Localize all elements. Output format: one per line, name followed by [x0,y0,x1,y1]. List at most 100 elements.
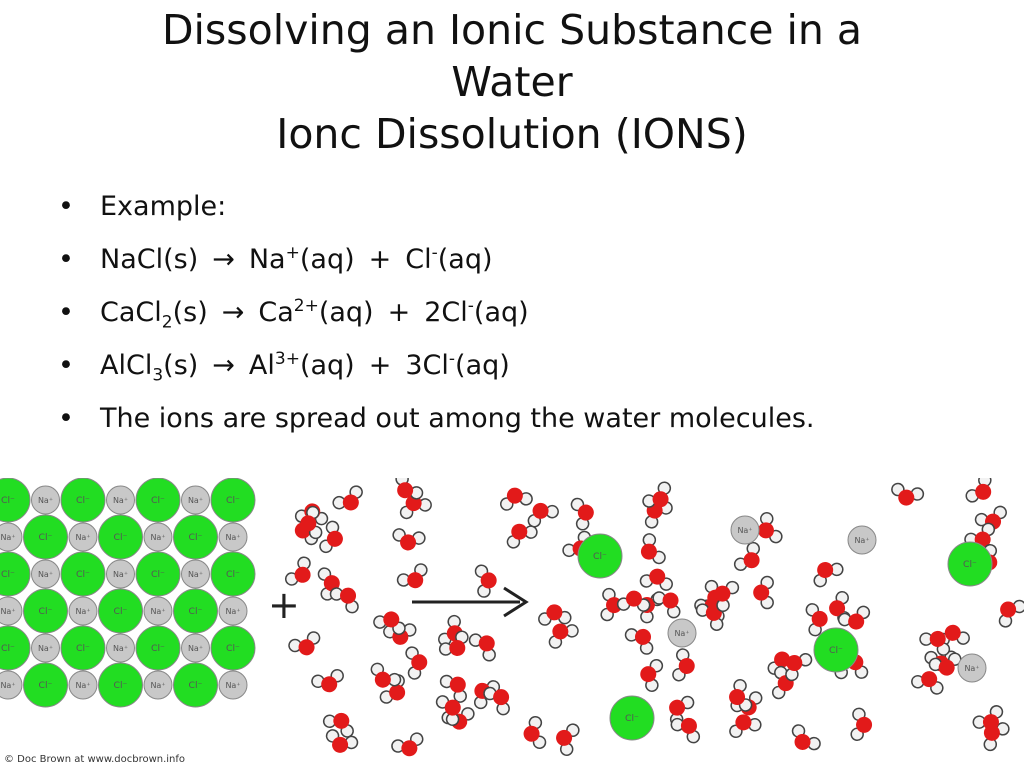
water-molecule [729,679,753,712]
svg-text:Cl⁻: Cl⁻ [114,532,128,543]
water-molecule [288,631,321,656]
water-molecule [771,665,794,700]
svg-text:Cl⁻: Cl⁻ [963,559,977,570]
water-molecule [523,715,547,750]
svg-text:Na⁺: Na⁺ [188,570,203,579]
sodium-ion: Na⁺ [106,485,135,515]
svg-text:Na⁺: Na⁺ [854,536,869,545]
chloride-ion: Cl⁻ [173,514,218,560]
chloride-ion: Cl⁻ [210,478,256,523]
product-1-state: (aq) [299,244,355,275]
svg-text:Na⁺: Na⁺ [38,644,53,653]
svg-text:Cl⁻: Cl⁻ [226,643,240,654]
water-molecule [538,604,572,626]
water-molecule [965,478,992,503]
water-molecule [396,563,428,589]
water-molecule [317,567,340,601]
chloride-ion: Cl⁻ [135,478,181,523]
chloride-ion: Cl⁻ [23,662,68,708]
svg-text:Na⁺: Na⁺ [737,526,752,535]
water-molecule [639,568,673,591]
svg-text:Cl⁻: Cl⁻ [151,495,165,506]
sodium-ion: Na⁺ [218,522,248,552]
water-molecule [556,723,580,756]
bullet-cacl2-equation: CaCl2(s)→Ca2+(aq)+2Cl-(aq) [58,286,814,339]
chloride-ion: Cl⁻ [98,514,143,560]
water-molecule [813,562,844,588]
solvated-chloride-ion: Cl⁻ [947,541,993,587]
sodium-ion: Na⁺ [181,485,210,515]
water-molecule [998,599,1024,628]
svg-text:Cl⁻: Cl⁻ [39,606,53,617]
water-molecule [373,611,406,635]
water-molecule [527,502,559,528]
product-2-symbol: Cl [405,244,432,275]
sodium-ion: Na⁺ [68,670,98,700]
dissolution-diagram: Cl⁻Na⁺Cl⁻Na⁺Cl⁻Na⁺Cl⁻Na⁺Cl⁻Na⁺Cl⁻Na⁺Cl⁻N… [0,478,1024,765]
svg-text:Cl⁻: Cl⁻ [39,532,53,543]
reaction-arrow: → [212,350,235,381]
plus-sign: + [268,583,300,627]
svg-text:Cl⁻: Cl⁻ [226,495,240,506]
water-molecule [468,633,496,662]
water-molecule [616,590,651,612]
svg-text:Cl⁻: Cl⁻ [189,680,203,691]
svg-text:Cl⁻: Cl⁻ [76,495,90,506]
chloride-ion: Cl⁻ [98,662,143,708]
reactant-symbol: CaCl [100,297,162,328]
product-2-charge: - [467,296,474,316]
product-2-symbol: 2Cl [424,297,468,328]
water-molecule [624,628,654,655]
water-molecule [972,705,1004,731]
water-molecule [383,623,417,645]
water-molecule [548,623,579,649]
svg-text:Na⁺: Na⁺ [188,644,203,653]
product-1-state: (aq) [318,297,374,328]
chloride-ion: Cl⁻ [60,625,106,671]
water-molecule [757,511,783,544]
product-2-charge: - [448,349,456,369]
sodium-ion: Na⁺ [68,522,98,552]
reactant-state: (s) [172,297,208,328]
water-molecule [919,630,951,656]
reactant-state: (s) [163,350,199,381]
sodium-ion: Na⁺ [0,596,23,626]
chloride-ion: Cl⁻ [23,588,68,634]
water-molecule [785,653,813,682]
product-1-charge: 2+ [293,296,319,316]
water-molecule [483,686,510,716]
solvated-sodium-ion: Na⁺ [730,515,760,545]
reactant-subscript: 3 [152,365,164,386]
sodium-ion: Na⁺ [218,596,248,626]
reaction-arrow-graphic [412,586,529,618]
svg-text:Cl⁻: Cl⁻ [1,495,15,506]
bullet-nacl-equation: NaCl(s)→Na+(aq)+Cl-(aq) [58,233,814,286]
chloride-ion: Cl⁻ [173,588,218,634]
chloride-ion: Cl⁻ [135,625,181,671]
svg-text:Na⁺: Na⁺ [674,629,689,638]
svg-text:Na⁺: Na⁺ [150,607,165,616]
water-molecule [405,646,428,680]
title-line-1: Dissolving an Ionic Substance in a [161,6,863,54]
svg-text:Cl⁻: Cl⁻ [1,643,15,654]
reaction-arrow: → [212,244,235,275]
water-molecule [500,487,533,511]
water-molecule [332,485,363,511]
solvated-chloride-ion: Cl⁻ [813,627,859,673]
water-molecule [928,652,962,676]
water-molecule [672,648,695,682]
water-molecule [439,674,467,703]
water-molecule [319,520,343,554]
sodium-ion: Na⁺ [0,522,23,552]
product-1-charge: + [285,243,300,263]
solvated-chloride-ion: Cl⁻ [609,695,655,741]
image-credit: © Doc Brown at www.docbrown.info [4,754,185,765]
sodium-ion: Na⁺ [143,596,173,626]
svg-text:Na⁺: Na⁺ [0,607,15,616]
sodium-ion: Na⁺ [68,596,98,626]
sodium-ion: Na⁺ [143,522,173,552]
sodium-ion: Na⁺ [181,633,210,663]
reactant: NaCl(s) [100,244,199,275]
sodium-ion: Na⁺ [106,633,135,663]
bullet-alcl3-equation: AlCl3(s)→Al3+(aq)+3Cl-(aq) [58,339,814,392]
